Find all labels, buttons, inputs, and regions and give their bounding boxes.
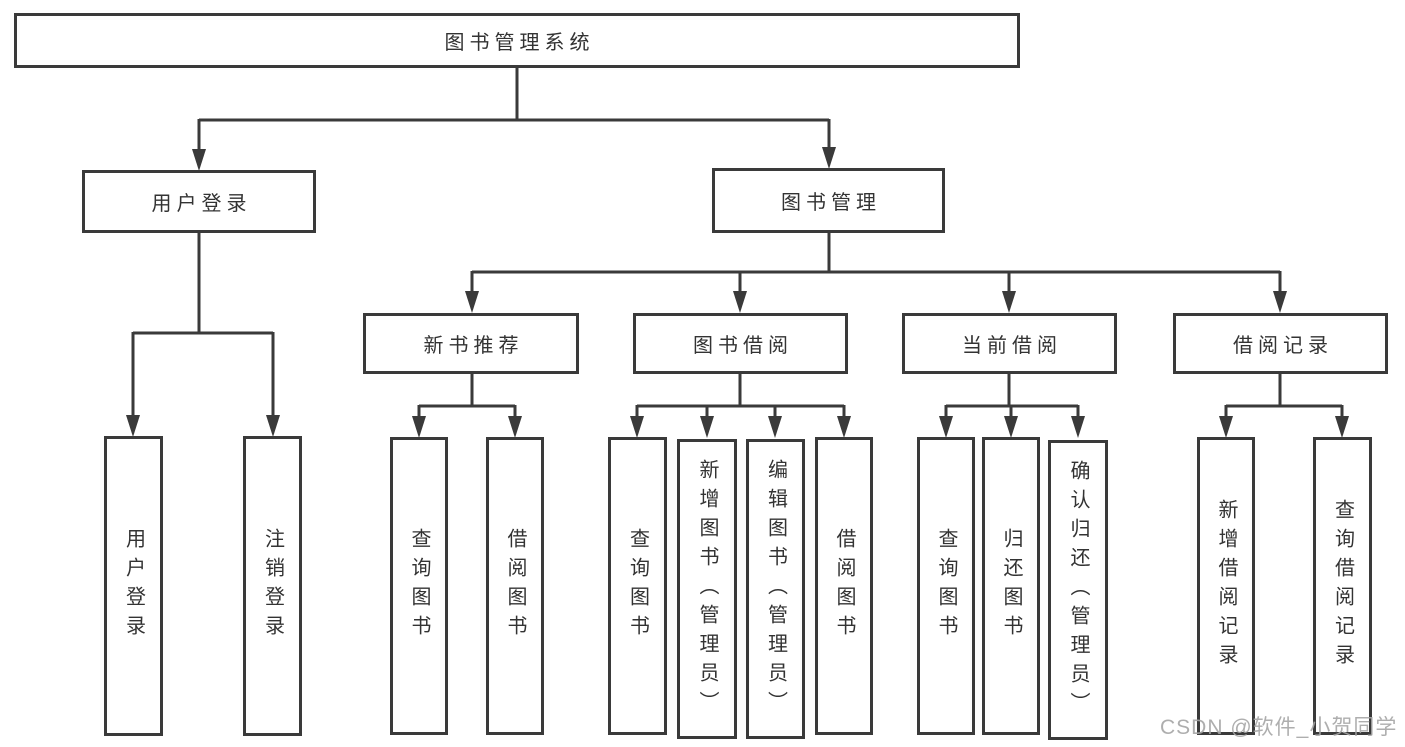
csdn-watermark: CSDN @软件_小贺同学 bbox=[1160, 716, 1398, 739]
node-user-login: 用户登录 bbox=[82, 170, 316, 233]
leaf-cb-confirm-return-admin: 确认归还（管理员） bbox=[1048, 440, 1108, 740]
node-book-management: 图书管理 bbox=[712, 168, 945, 233]
leaf-nbr-query-books: 查询图书 bbox=[390, 437, 448, 735]
node-borrow-records: 借阅记录 bbox=[1173, 313, 1388, 374]
arrowhead-icons bbox=[126, 147, 1349, 438]
leaf-bb-edit-books-admin: 编辑图书（管理员） bbox=[746, 439, 805, 739]
leaf-bb-borrow-books: 借阅图书 bbox=[815, 437, 873, 735]
node-book-borrow: 图书借阅 bbox=[633, 313, 848, 374]
node-new-book-recommend: 新书推荐 bbox=[363, 313, 579, 374]
leaf-cb-return-books: 归还图书 bbox=[982, 437, 1040, 735]
leaf-user-login: 用户登录 bbox=[104, 436, 163, 736]
node-current-borrow: 当前借阅 bbox=[902, 313, 1117, 374]
leaf-bb-query-books: 查询图书 bbox=[608, 437, 667, 735]
leaf-bb-add-books-admin: 新增图书（管理员） bbox=[677, 439, 737, 739]
leaf-cb-query-books: 查询图书 bbox=[917, 437, 975, 735]
leaf-br-query-record: 查询借阅记录 bbox=[1313, 437, 1372, 735]
leaf-nbr-borrow-books: 借阅图书 bbox=[486, 437, 544, 735]
node-root-library-system: 图书管理系统 bbox=[14, 13, 1020, 68]
leaf-br-add-record: 新增借阅记录 bbox=[1197, 437, 1255, 735]
leaf-logout: 注销登录 bbox=[243, 436, 302, 736]
